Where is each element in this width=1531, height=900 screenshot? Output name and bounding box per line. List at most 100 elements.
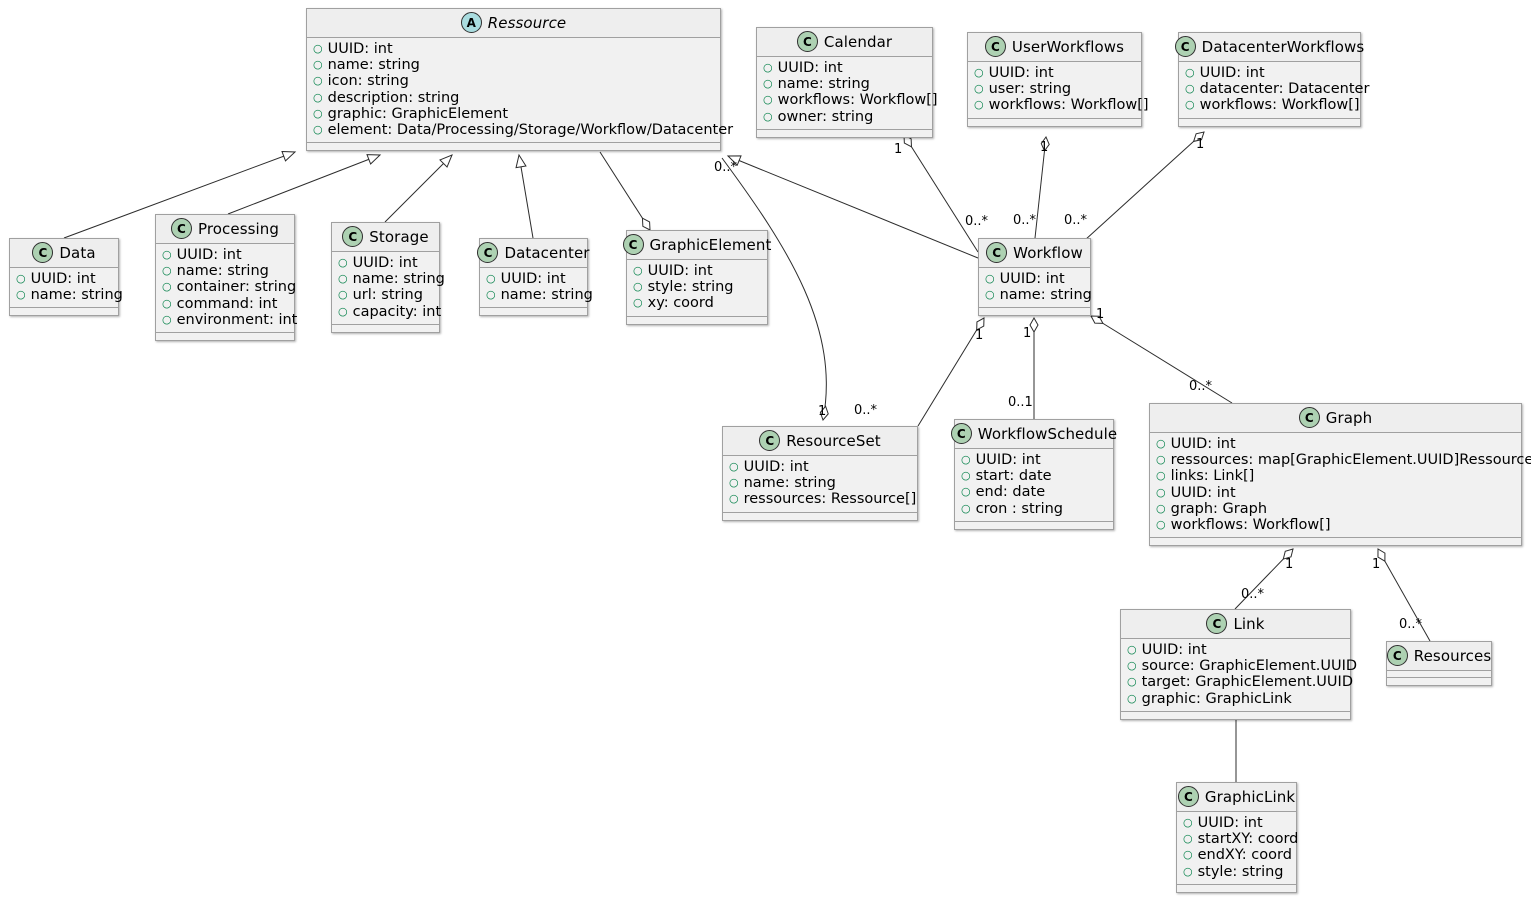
attribute-text: workflows: Workflow[]: [1170, 517, 1331, 534]
visibility-public-icon: ○: [486, 288, 496, 302]
visibility-public-icon: ○: [1156, 469, 1166, 483]
attribute-row: ○UUID: int: [763, 60, 926, 76]
attribute-row: ○start: date: [961, 468, 1107, 484]
attribute-row: ○UUID: int: [486, 271, 581, 287]
attribute-text: user: string: [988, 81, 1072, 98]
attribute-text: UUID: int: [988, 65, 1054, 81]
attribute-text: UUID: int: [352, 255, 418, 271]
attribute-text: datacenter: Datacenter: [1199, 81, 1370, 98]
visibility-public-icon: ○: [961, 501, 971, 515]
attribute-row: ○UUID: int: [1185, 65, 1354, 81]
class-name-link: Link: [1233, 614, 1265, 633]
class-methods-workflow: [979, 308, 1090, 316]
multiplicity-label: 1: [1040, 140, 1049, 155]
attribute-row: ○UUID: int: [1156, 485, 1515, 501]
class-methods-graph: [1150, 538, 1521, 546]
class-attributes-userworkflows: ○UUID: int○user: string○workflows: Workf…: [968, 62, 1149, 119]
class-icon: C: [1174, 36, 1196, 57]
visibility-public-icon: ○: [633, 264, 643, 277]
attribute-row: ○ressources: Ressource[]: [729, 491, 916, 507]
visibility-public-icon: ○: [985, 272, 995, 285]
attribute-text: environment: int: [176, 311, 298, 328]
attribute-row: ○ressources: map[GraphicElement.UUID]Res…: [1156, 452, 1531, 468]
attribute-row: ○style: string: [633, 279, 761, 295]
visibility-public-icon: ○: [162, 264, 172, 278]
visibility-public-icon: ○: [1156, 501, 1166, 515]
attribute-row: ○UUID: int: [729, 459, 911, 475]
attribute-text: name: string: [176, 263, 269, 280]
visibility-public-icon: ○: [313, 90, 323, 104]
attribute-row: ○url: string: [338, 287, 433, 303]
attribute-text: icon: string: [327, 73, 409, 90]
attribute-text: UUID: int: [1170, 436, 1236, 452]
visibility-public-icon: ○: [1156, 518, 1166, 532]
attribute-row: ○capacity: int: [338, 304, 441, 320]
attribute-row: ○owner: string: [763, 109, 926, 125]
visibility-public-icon: ○: [313, 42, 323, 55]
class-name-graphicelement: GraphicElement: [649, 235, 772, 254]
class-icon: C: [1298, 407, 1320, 428]
visibility-public-icon: ○: [1185, 82, 1195, 96]
attribute-text: name: string: [777, 76, 870, 93]
attribute-row: ○name: string: [338, 271, 445, 287]
attribute-row: ○graphic: GraphicElement: [313, 106, 714, 122]
multiplicity-label: 0..*: [1241, 587, 1265, 602]
visibility-public-icon: ○: [313, 106, 323, 120]
class-name-datacenter: Datacenter: [504, 243, 590, 262]
visibility-public-icon: ○: [1185, 98, 1195, 112]
visibility-public-icon: ○: [313, 74, 323, 88]
class-methods-storage: [332, 324, 439, 332]
attribute-text: capacity: int: [352, 303, 442, 320]
attribute-text: UUID: int: [999, 271, 1065, 287]
attribute-text: workflows: Workflow[]: [1199, 97, 1360, 114]
attribute-row: ○name: string: [313, 57, 714, 73]
attribute-text: url: string: [352, 287, 423, 304]
visibility-public-icon: ○: [763, 93, 773, 107]
attribute-text: command: int: [176, 295, 278, 312]
class-attributes-resourceset: ○UUID: int○name: string○ressources: Ress…: [723, 456, 917, 513]
visibility-public-icon: ○: [961, 485, 971, 499]
attribute-row: ○source: GraphicElement.UUID: [1127, 658, 1357, 674]
visibility-public-icon: ○: [162, 312, 172, 326]
attribute-text: graph: Graph: [1170, 500, 1268, 517]
visibility-public-icon: ○: [1127, 643, 1137, 656]
attribute-row: ○xy: coord: [633, 295, 761, 311]
multiplicity-label: 0..*: [714, 160, 738, 175]
attribute-text: graphic: GraphicLink: [1141, 690, 1292, 707]
attribute-row: ○cron : string: [961, 501, 1107, 517]
multiplicity-label: 0..*: [1399, 617, 1423, 632]
attribute-row: ○startXY: coord: [1183, 831, 1298, 847]
visibility-public-icon: ○: [729, 476, 739, 490]
multiplicity-label: 0..1: [1008, 395, 1033, 410]
visibility-public-icon: ○: [1127, 659, 1137, 673]
visibility-public-icon: ○: [633, 280, 643, 294]
attribute-text: name: string: [327, 57, 420, 74]
attribute-text: UUID: int: [975, 452, 1041, 468]
attribute-row: ○ environment: int: [162, 312, 297, 328]
edge-storage-inherits-ressource: [384, 154, 453, 223]
visibility-public-icon: ○: [1183, 848, 1193, 862]
class-name-graphiclink: GraphicLink: [1204, 787, 1296, 806]
attribute-text: UUID: int: [647, 263, 713, 279]
attribute-row: ○name: string: [486, 287, 593, 303]
